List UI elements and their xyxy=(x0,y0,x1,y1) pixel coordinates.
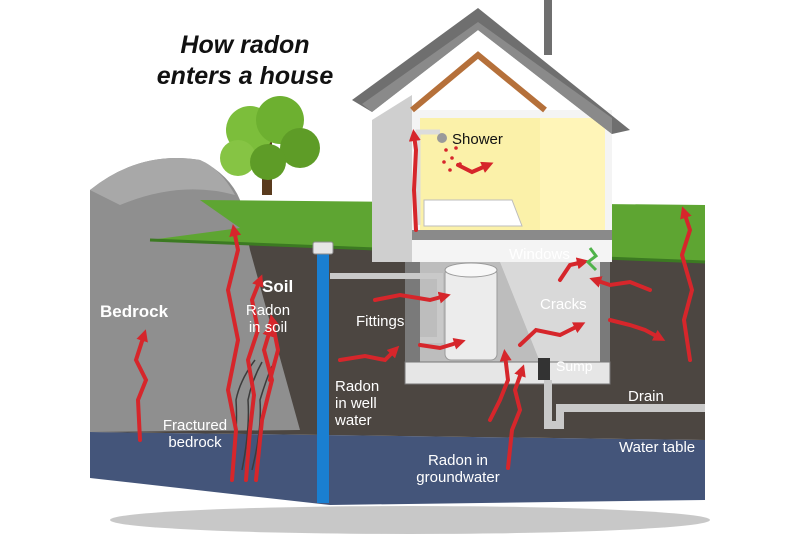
label-sump: Sump xyxy=(556,358,593,374)
radon-arrow xyxy=(589,276,652,292)
radon-arrow xyxy=(518,322,586,347)
window-icon xyxy=(585,247,599,272)
label-radon-in-soil: Radon in soil xyxy=(240,302,296,336)
house xyxy=(352,0,630,262)
drain-pipe xyxy=(544,380,705,429)
radon-arrow xyxy=(408,129,421,232)
label-fractured-2: bedrock xyxy=(168,434,222,451)
radon-arrow xyxy=(373,291,451,304)
radon-arrow xyxy=(338,345,400,363)
radon-arrow xyxy=(488,349,512,422)
label-fractured-bedrock: Fractured bedrock xyxy=(152,417,238,451)
groundwater-layer xyxy=(90,432,705,505)
title-line-1: How radon xyxy=(180,31,310,59)
label-radon-in-soil-1: Radon xyxy=(245,302,291,319)
radon-arrows xyxy=(133,129,695,482)
bedrock-top xyxy=(90,158,235,205)
radon-arrow xyxy=(679,206,695,362)
label-radon-well-3: water xyxy=(335,412,372,429)
well-cap xyxy=(312,241,334,255)
diagram-title: How radon enters a house xyxy=(140,30,350,92)
radon-arrow xyxy=(244,274,264,482)
label-bedrock: Bedrock xyxy=(100,302,169,321)
label-radon-well-1: Radon xyxy=(335,378,380,395)
radon-arrow xyxy=(133,329,149,442)
radon-arrow xyxy=(506,364,526,470)
label-drain: Drain xyxy=(628,388,664,405)
shower-droplets xyxy=(442,146,462,172)
label-shower: Shower xyxy=(452,131,503,148)
well-pipe xyxy=(317,248,329,503)
label-windows: Windows xyxy=(509,246,570,263)
radon-arrow xyxy=(267,314,281,382)
radon-arrow xyxy=(558,257,589,282)
label-soil: Soil xyxy=(262,277,294,296)
label-radon-in-soil-2: in soil xyxy=(248,319,288,336)
label-radon-groundwater: Radon in groundwater xyxy=(400,452,516,486)
label-radon-ground-1: Radon in xyxy=(427,452,489,469)
tree xyxy=(220,96,320,195)
water-heater xyxy=(444,262,498,361)
radon-arrow xyxy=(608,318,666,341)
ground-shadow xyxy=(110,506,710,534)
radon-arrow xyxy=(456,161,494,175)
water-pipe xyxy=(330,273,443,343)
radon-arrow xyxy=(225,224,242,482)
label-water-table: Water table xyxy=(619,439,696,456)
radon-arrow xyxy=(418,337,466,351)
label-cracks: Cracks xyxy=(540,296,587,313)
label-radon-ground-2: groundwater xyxy=(416,469,500,486)
label-radon-well-water: Radon in well water xyxy=(335,378,379,429)
sump-pump xyxy=(538,358,550,380)
title-line-2: enters a house xyxy=(156,62,334,90)
label-radon-well-2: in well xyxy=(335,395,377,412)
label-fittings: Fittings xyxy=(356,313,405,330)
label-fractured-1: Fractured xyxy=(162,417,228,434)
